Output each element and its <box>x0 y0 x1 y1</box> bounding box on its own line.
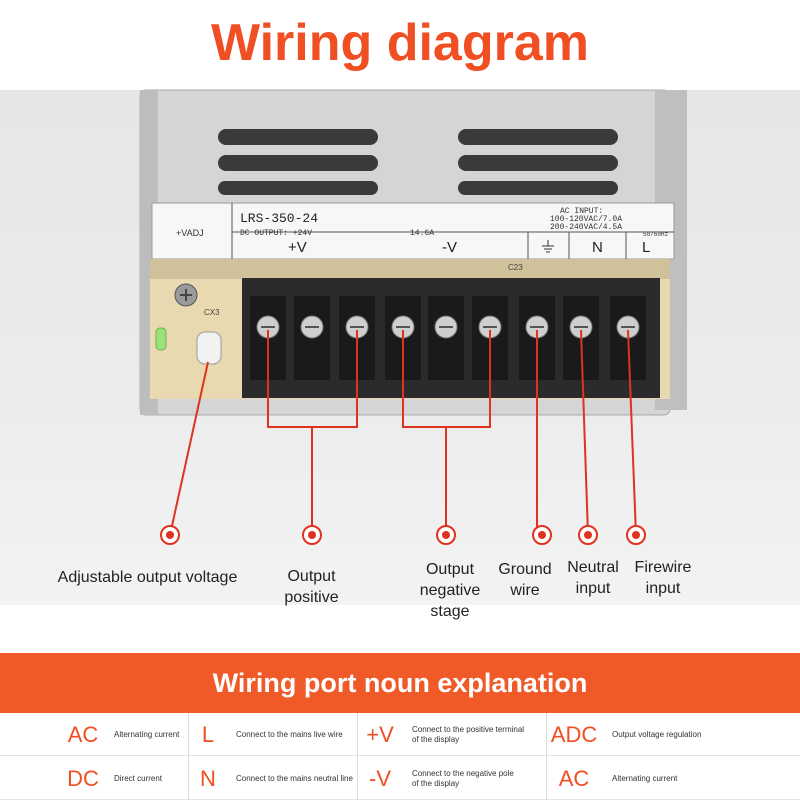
label-model: LRS-350-24 <box>240 211 318 226</box>
explanation-banner <box>0 653 800 713</box>
label-dc-output: DC OUTPUT: +24V <box>240 229 312 238</box>
callout-lines <box>169 329 637 536</box>
table-desc: Connect to the negative pole of the disp… <box>406 757 546 800</box>
explanation-table: AC Alternating current L Connect to the … <box>0 713 800 800</box>
table-row: AC Alternating current L Connect to the … <box>0 713 800 756</box>
table-desc: Output voltage regulation <box>606 713 746 756</box>
vent-slots-right <box>458 129 618 195</box>
label-plus-v: +V <box>288 239 307 256</box>
table-row: DC Direct current N Connect to the mains… <box>0 757 800 800</box>
table-desc-line: Connect to the mains live wire <box>236 729 343 739</box>
table-desc-line: Output voltage regulation <box>612 729 702 739</box>
callout-adj-line-1: Adjustable output voltage <box>57 569 238 586</box>
table-code: ADC <box>550 721 598 747</box>
table-code: L <box>201 721 215 747</box>
label-current: 14.6A <box>410 229 434 238</box>
callout-neutral: Neutral input <box>560 557 626 599</box>
banner-title: Wiring port noun explanation <box>212 668 588 698</box>
table-divider <box>357 713 358 800</box>
callout-marker <box>532 525 552 545</box>
table-desc-line: Connect to the negative pole <box>412 768 514 778</box>
table-desc-line: of the display <box>412 734 460 744</box>
pcb-c23: C23 <box>508 263 523 272</box>
label-adj: +VADJ <box>176 228 204 238</box>
terminal-screw <box>294 296 330 380</box>
vent-slots-left <box>218 129 378 195</box>
table-divider <box>546 713 547 800</box>
table-code: N <box>200 765 216 791</box>
callout-pos-line-2: positive <box>284 589 339 606</box>
label-ac-line1: 100-120VAC/7.0A <box>550 215 622 224</box>
callout-line <box>580 329 589 536</box>
table-desc-line: Alternating current <box>114 729 180 739</box>
callout-gnd-line-1: Ground <box>498 561 552 578</box>
callout-gnd-line-2: wire <box>510 582 540 599</box>
callout-neg-line-2: negative <box>419 582 481 599</box>
callout-adjustable-voltage: Adjustable output voltage <box>40 567 255 588</box>
callout-neg-line-1: Output <box>425 561 475 578</box>
table-desc: Alternating current <box>108 713 188 756</box>
adjust-screw <box>174 283 198 307</box>
table-code: +V <box>366 721 394 747</box>
callout-line <box>169 361 209 536</box>
table-code: AC <box>67 721 99 747</box>
callout-marker <box>578 525 598 545</box>
terminal-screws <box>250 296 646 380</box>
table-desc-line: Connect to the mains neutral line <box>236 773 353 783</box>
table-desc: Direct current <box>108 757 188 800</box>
callout-markers <box>160 525 646 545</box>
callout-ground: Ground wire <box>493 559 557 601</box>
table-desc-line: Alternating current <box>612 773 678 783</box>
table-code: DC <box>67 765 99 791</box>
callout-output-negative: Output negative stage <box>405 559 495 622</box>
potentiometer-knob <box>196 331 222 365</box>
callout-fire-line-2: input <box>645 580 681 597</box>
power-supply-diagram: +VADJ LRS-350-24 DC OUTPUT: +24V 14.6A A… <box>139 89 687 545</box>
led-indicator <box>155 327 167 351</box>
callout-marker <box>160 525 180 545</box>
label-l: L <box>642 239 650 256</box>
label-n: N <box>592 239 603 256</box>
ground-symbol-icon <box>542 240 554 253</box>
table-divider <box>188 713 189 800</box>
callout-neg-line-3: stage <box>430 603 470 620</box>
table-code: AC <box>558 765 590 791</box>
page-title: Wiring diagram <box>210 14 589 72</box>
label-ac-line2: 200-240VAC/4.5A <box>550 223 622 232</box>
callout-pos-line-1: Output <box>287 568 336 585</box>
table-desc-line: Connect to the positive terminal <box>412 724 525 734</box>
callout-line <box>627 329 637 536</box>
label-minus-v: -V <box>442 239 457 256</box>
callout-firewire: Firewire input <box>628 557 698 599</box>
callout-neu-line-1: Neutral <box>567 559 619 576</box>
terminal-screw <box>428 296 464 380</box>
table-desc: Connect to the positive terminal of the … <box>406 713 546 756</box>
table-desc: Alternating current <box>606 757 746 800</box>
table-desc: Connect to the mains neutral line <box>230 757 360 800</box>
callout-marker <box>436 525 456 545</box>
table-desc-line: Direct current <box>114 773 163 783</box>
table-desc: Connect to the mains live wire <box>230 713 360 756</box>
callout-fire-line-1: Firewire <box>634 559 692 576</box>
label-ac-title: AC INPUT: <box>560 207 603 216</box>
table-code: -V <box>369 765 391 791</box>
callout-marker <box>626 525 646 545</box>
callout-neu-line-2: input <box>575 580 611 597</box>
pcb-cx3: CX3 <box>204 308 220 317</box>
callout-marker <box>302 525 322 545</box>
callout-output-positive: Output positive <box>264 566 359 608</box>
label-panel <box>151 202 675 260</box>
label-freq: 50/60Hz <box>643 231 669 238</box>
table-desc-line: of the display <box>412 778 460 788</box>
